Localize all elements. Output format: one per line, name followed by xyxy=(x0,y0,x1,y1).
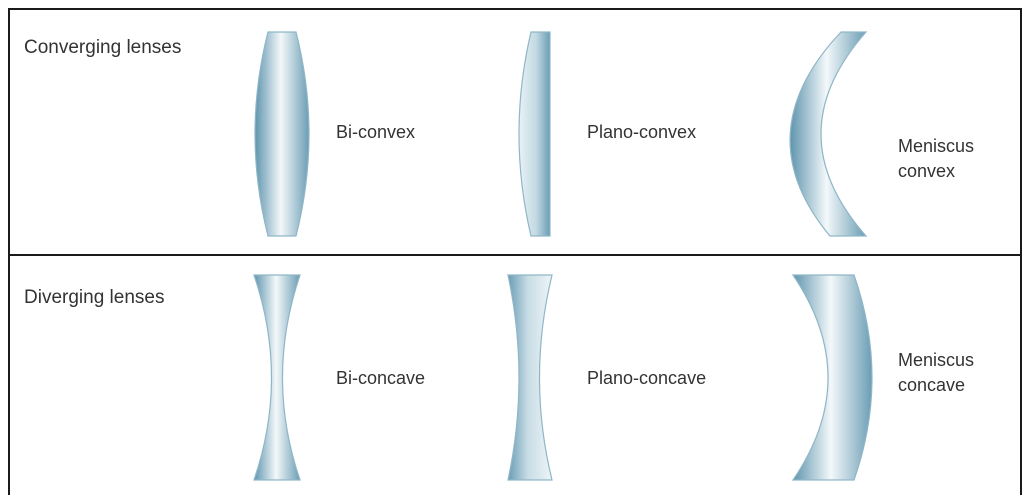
planoconcave-lens-shape xyxy=(507,274,553,481)
meniscus-convex-label-line2: convex xyxy=(898,161,956,181)
planoconvex-label: Plano-convex xyxy=(587,122,697,142)
biconvex-lens-shape xyxy=(254,31,310,237)
meniscus-convex-label: Meniscus convex xyxy=(898,134,974,184)
converging-lenses-title: Converging lenses xyxy=(24,37,182,58)
converging-lenses-panel: Converging lenses xyxy=(8,8,1022,256)
meniscus-concave-label-line1: Meniscus xyxy=(898,350,975,370)
biconcave-label: Bi-concave xyxy=(336,368,426,388)
meniscus-convex-lens-shape xyxy=(789,31,868,237)
planoconvex-lens-shape xyxy=(518,31,551,237)
meniscus-concave-lens-shape xyxy=(791,274,873,481)
planoconcave-label: Plano-concave xyxy=(587,368,707,388)
meniscus-convex-label-line1: Meniscus xyxy=(898,136,975,156)
biconvex-label: Bi-convex xyxy=(336,122,416,142)
meniscus-concave-label: Meniscus concave xyxy=(898,348,974,398)
meniscus-concave-label-line2: concave xyxy=(898,375,966,395)
biconcave-lens-shape xyxy=(253,274,301,481)
diverging-lenses-title: Diverging lenses xyxy=(24,287,165,308)
